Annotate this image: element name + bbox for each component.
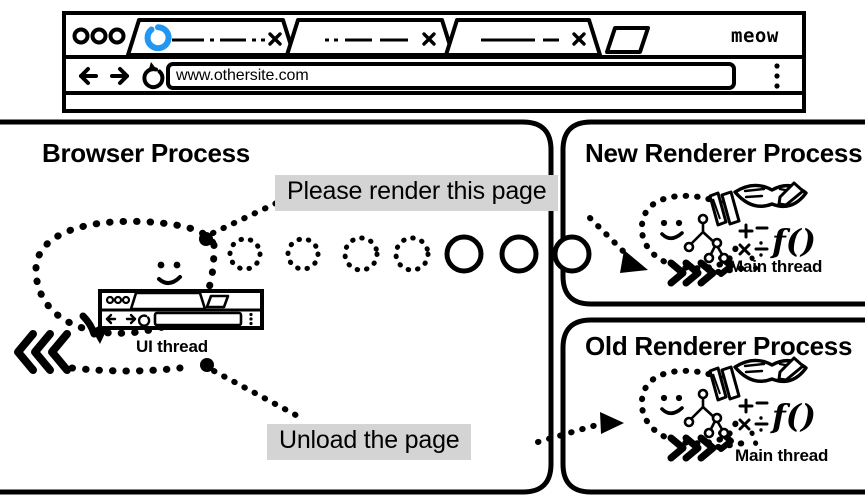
window-controls-dots-icon[interactable] [72, 27, 126, 45]
function-fx-icon: f() [770, 222, 816, 260]
closed-books-icon [708, 365, 741, 402]
smiley-face-icon [157, 261, 182, 285]
render-message-label: Please render this page [275, 175, 559, 211]
mini-browser-window-icon [98, 289, 264, 330]
old-renderer-main-thread-glyphs: f() [638, 356, 816, 462]
triple-chevron-right-icon [667, 434, 717, 462]
dom-tree-icon [683, 388, 730, 439]
function-fx-icon: f() [770, 397, 816, 435]
dom-tree-icon [683, 213, 730, 264]
math-symbols-icon [738, 223, 769, 257]
ui-thread-label: UI thread [136, 337, 208, 356]
ipc-origin-dot [199, 232, 213, 246]
new-renderer-main-thread-label: Main thread [729, 257, 823, 276]
smiley-face-icon [660, 219, 684, 241]
tab-close-icon[interactable] [572, 32, 586, 46]
arrow-to-old-renderer [535, 412, 624, 445]
browser-tab-3[interactable] [444, 18, 602, 57]
forward-arrow-icon[interactable] [110, 67, 129, 85]
tab-close-icon[interactable] [268, 32, 282, 46]
unload-message-leader [200, 358, 308, 423]
tab-loading-spinner-icon [144, 24, 172, 52]
browser-brand-label: meow [731, 25, 779, 47]
math-symbols-icon [738, 398, 769, 432]
url-input-text[interactable]: www.othersite.com [176, 67, 309, 84]
new-tab-icon[interactable] [605, 26, 650, 54]
smiley-face-icon [660, 394, 684, 416]
closed-books-icon [708, 190, 741, 227]
browser-process-box [0, 119, 554, 495]
svg-text:f(): f() [770, 397, 816, 435]
new-renderer-process-title: New Renderer Process [585, 138, 863, 168]
open-book-icon [733, 181, 808, 209]
browser-process-title: Browser Process [42, 138, 250, 168]
tab-close-icon[interactable] [422, 32, 436, 46]
ui-thread-exit-dots [68, 364, 184, 375]
triple-chevron-left-icon [14, 330, 71, 374]
ipc-message-row [199, 232, 592, 274]
old-renderer-process-title: Old Renderer Process [585, 331, 853, 361]
url-bar-frame[interactable] [166, 62, 736, 90]
browser-tab-2[interactable] [285, 18, 455, 57]
reload-icon[interactable] [142, 62, 165, 90]
open-book-icon [733, 356, 808, 384]
svg-text:f(): f() [770, 222, 816, 260]
unload-message-label: Unload the page [267, 424, 472, 460]
new-renderer-main-thread-glyphs: f() [638, 181, 816, 287]
triple-chevron-right-icon [667, 259, 717, 287]
arrow-to-new-renderer [587, 215, 648, 273]
render-message-leader [210, 196, 288, 236]
old-renderer-main-thread-label: Main thread [735, 446, 829, 465]
back-arrow-icon[interactable] [79, 67, 98, 85]
browser-tab-1[interactable] [126, 18, 296, 57]
vertical-dots-menu-icon[interactable] [774, 63, 780, 89]
